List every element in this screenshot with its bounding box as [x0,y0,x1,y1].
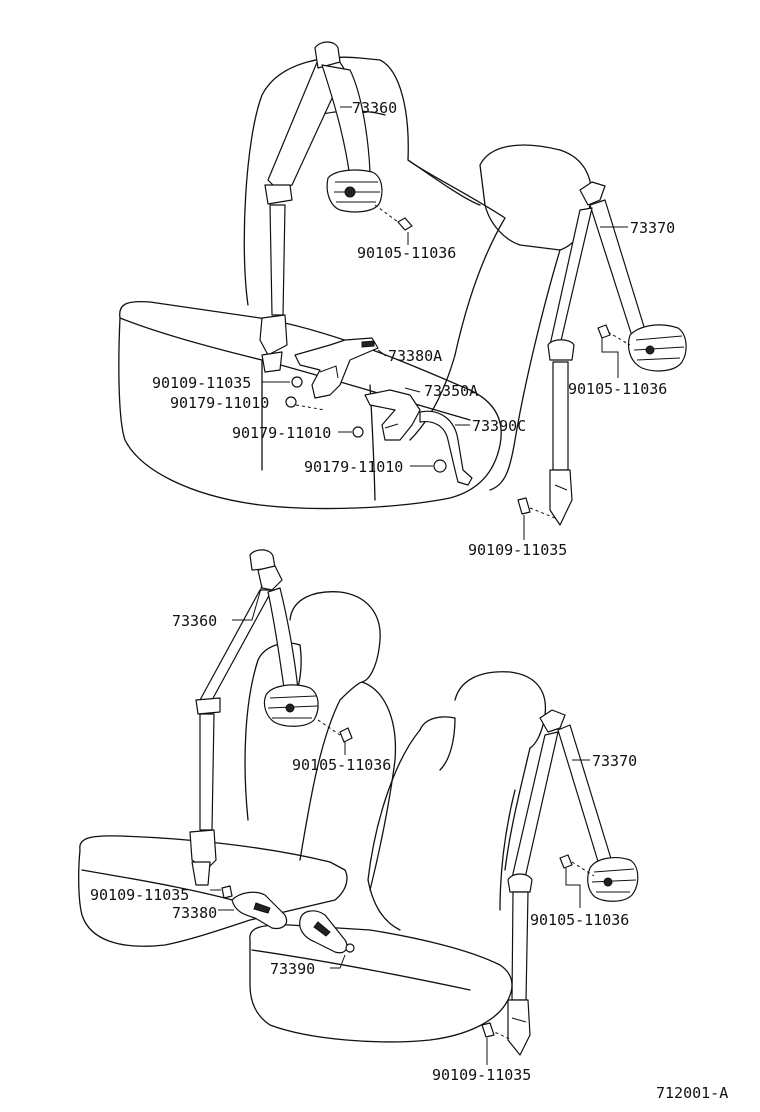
label-90179-11010-b: 90179-11010 [232,424,331,442]
buckle-73380A [294,337,379,399]
nut-icon-2 [352,426,364,438]
retractor-right-upper [627,324,687,372]
nut-icon-1 [285,396,297,408]
bench-seat-back-left [243,56,506,356]
lower-assembly [78,549,639,1065]
seat-belt-73370-lower [511,731,559,879]
part-labels: 73360 90105-11036 73370 73380A 90109-110… [90,99,728,1102]
label-90105-11036-lower-right: 90105-11036 [530,911,629,929]
label-90109-11035-upper-left: 90109-11035 [152,374,251,392]
bolt-icon [397,217,413,231]
bench-seat-cushion [118,300,502,510]
buckle-73350A [364,389,421,441]
retractor-left-upper [326,169,383,213]
retractor-left-lower [263,684,319,727]
label-90105-11036-upper-right: 90105-11036 [568,380,667,398]
seat-belt-73360-lower [199,589,273,701]
label-90105-11036-upper-left: 90105-11036 [357,244,456,262]
label-90109-11035-lower-right: 90109-11035 [432,1066,531,1084]
upper-assembly [118,41,687,540]
label-90179-11010-c: 90179-11010 [304,458,403,476]
label-73370-lower: 73370 [592,752,637,770]
label-90109-11035-upper-right: 90109-11035 [468,541,567,559]
label-73360-lower: 73360 [172,612,217,630]
label-90179-11010-a: 90179-11010 [170,394,269,412]
bolt-head-icon [291,376,303,388]
label-90105-11036-lower-left: 90105-11036 [292,756,391,774]
label-73390C: 73390C [472,417,526,435]
label-73380: 73380 [172,904,217,922]
buckle-73390 [299,910,355,954]
buckle-73380 [231,891,288,930]
front-seat-cushion-right [249,924,513,1043]
label-73380A: 73380A [388,347,442,365]
nut-icon-3 [433,459,447,473]
front-seat-back-left [289,591,397,891]
label-73370-upper: 73370 [630,219,675,237]
diagram-code: 712001-A [656,1084,728,1102]
buckle-73390C [419,410,473,486]
front-seat-cushion-left [78,835,348,947]
front-seat-back-right [454,671,547,749]
label-73350A: 73350A [424,382,478,400]
label-73360-upper: 73360 [352,99,397,117]
label-90109-11035-lower-left: 90109-11035 [90,886,189,904]
seat-belt-73370-upper [549,207,593,346]
retractor-right-lower [587,857,639,902]
label-73390: 73390 [270,960,315,978]
